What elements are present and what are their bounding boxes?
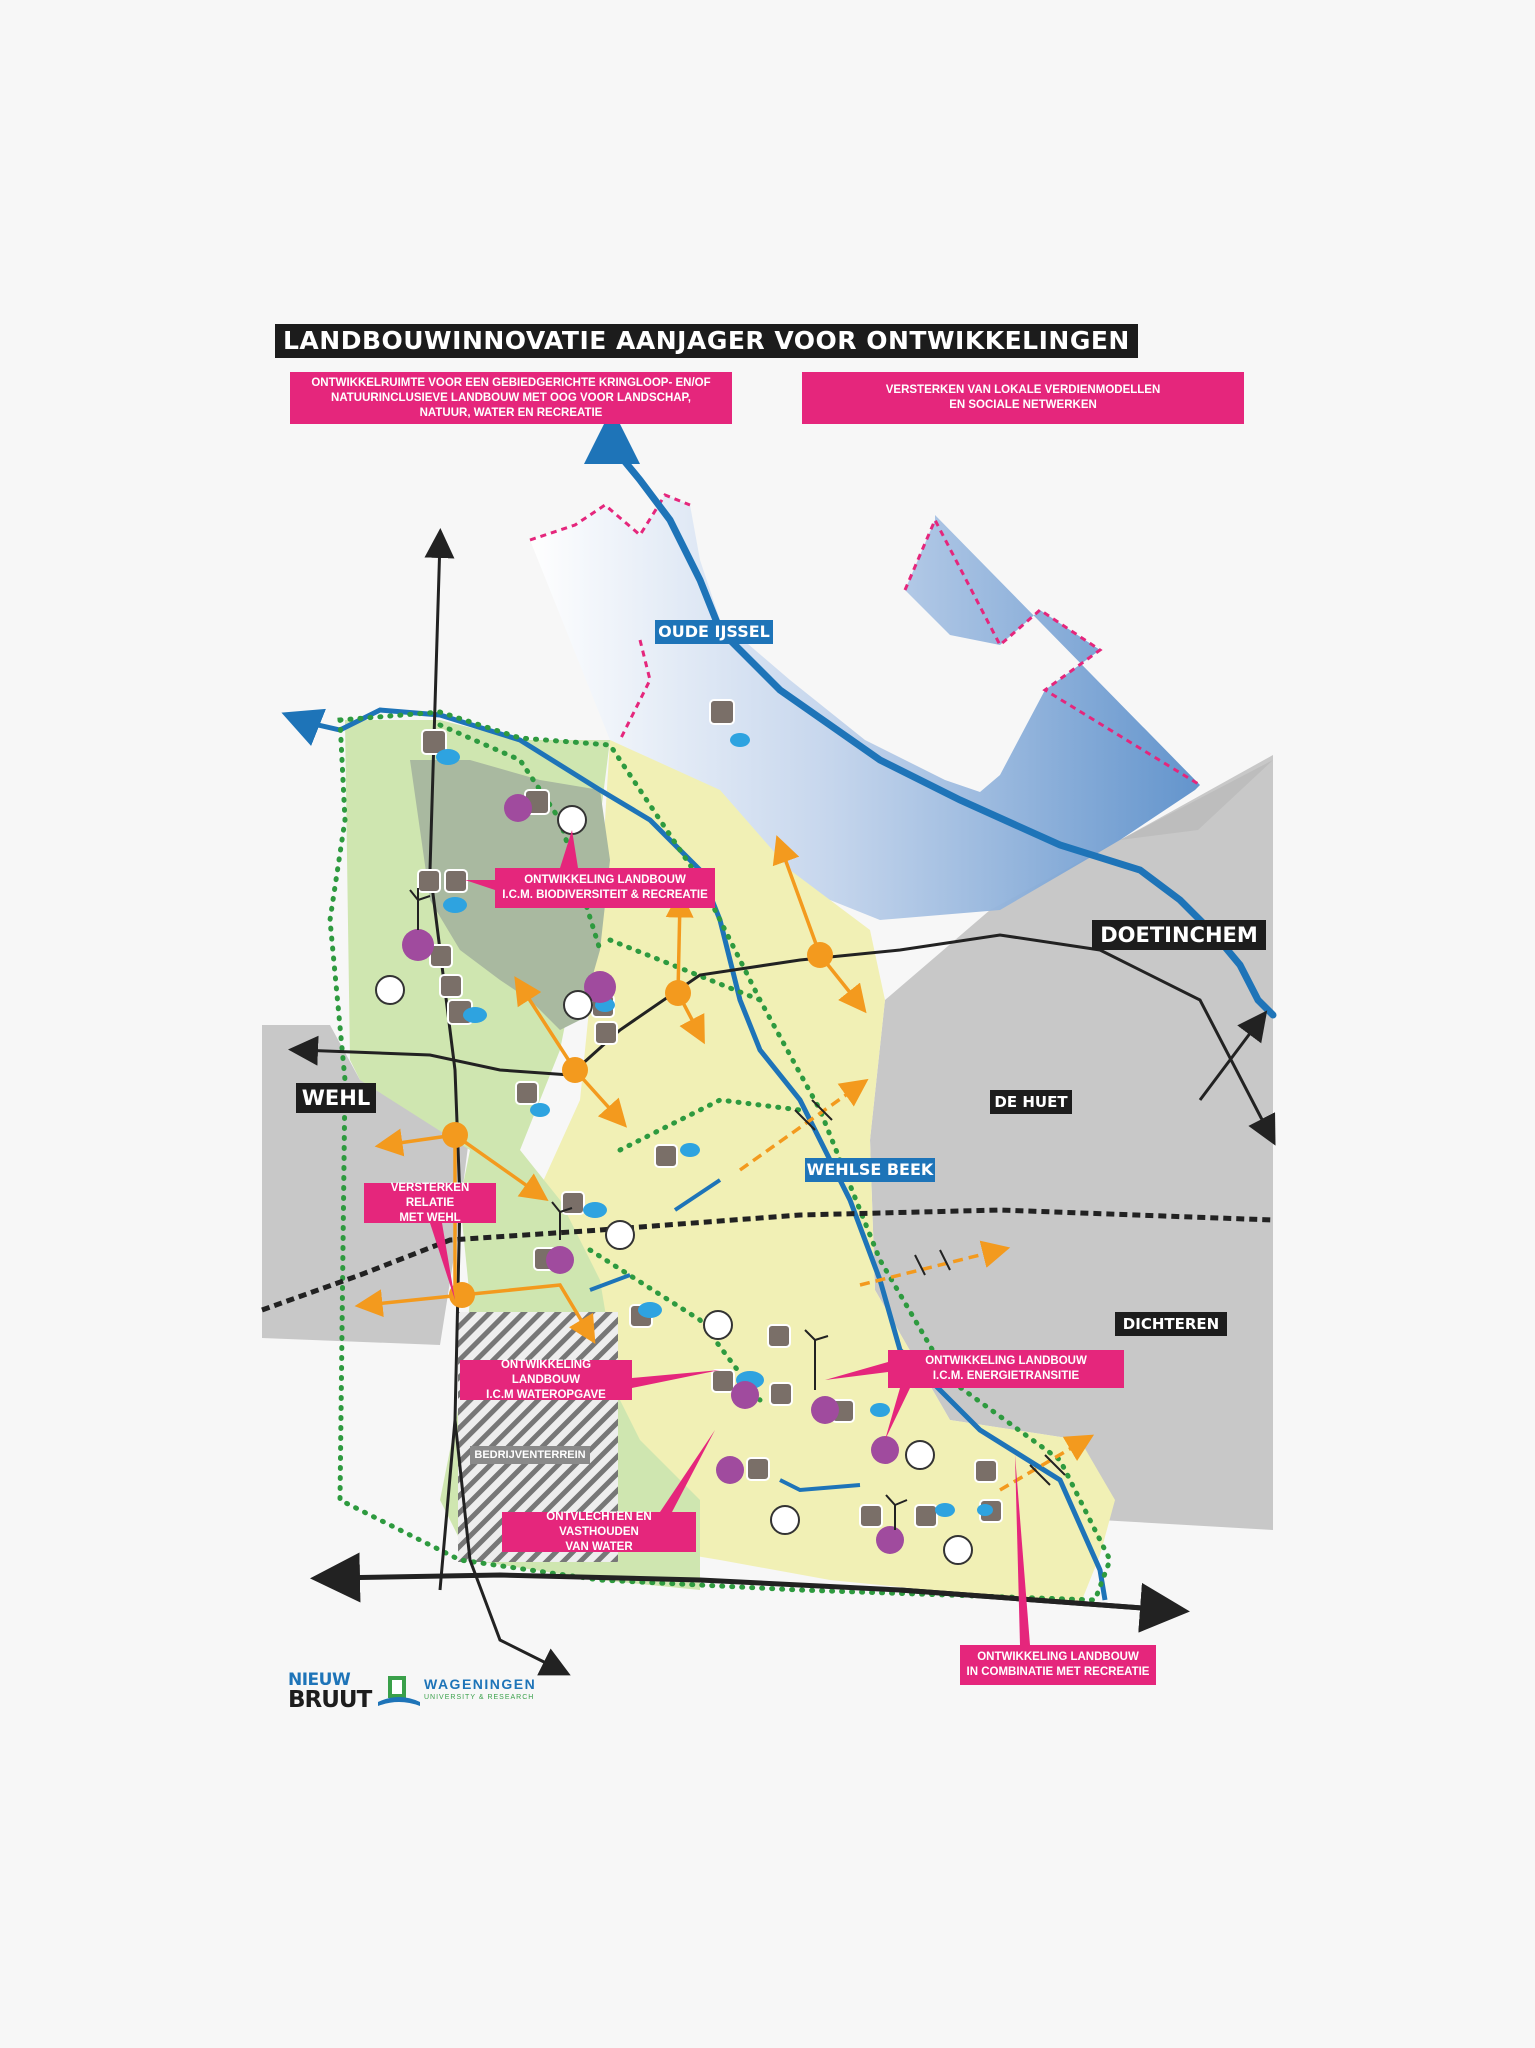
orange-dashed-links <box>738 1078 1095 1492</box>
oude-ijssel-river <box>608 442 1277 1019</box>
logo-bruut-text: BRUUT <box>288 1687 372 1713</box>
road-wehl <box>288 1035 571 1077</box>
header-box-left-text: ONTWIKKELRUIMTE VOOR EEN GEBIEDGERICHTE … <box>311 376 711 419</box>
callout-relatie-wehl: VERSTERKEN RELATIE MET WEHL <box>364 1181 496 1224</box>
callout-biodiversiteit: ONTWIKKELING LANDBOUW I.C.M. BIODIVERSIT… <box>495 868 715 908</box>
callout-energietransitie-text: ONTWIKKELING LANDBOUW I.C.M. ENERGIETRAN… <box>925 1355 1087 1382</box>
callout-wateropgave: ONTWIKKELING LANDBOUW I.C.M WATEROPGAVE <box>460 1358 632 1401</box>
junction-dots <box>442 942 833 1308</box>
wind-turbine-icons <box>409 888 908 1530</box>
callout-recreatie: ONTWIKKELING LANDBOUW IN COMBINATIE MET … <box>960 1645 1156 1685</box>
logo-nieuw-text: NIEUW <box>288 1670 351 1690</box>
wageningen-emblem-icon <box>378 1676 420 1706</box>
callout-recreatie-text: ONTWIKKELING LANDBOUW IN COMBINATIE MET … <box>966 1651 1150 1678</box>
wehlse-beek-river <box>304 707 1108 1601</box>
callout-relatie-wehl-text: VERSTERKEN RELATIE MET WEHL <box>390 1181 470 1224</box>
callout-water-text: ONTVLECHTEN EN VASTHOUDEN VAN WATER <box>546 1510 652 1553</box>
label-bedrijventerrein: BEDRIJVENTERREIN <box>470 1446 590 1464</box>
energy-circles <box>402 794 904 1554</box>
header-box-right: VERSTERKEN VAN LOKALE VERDIENMODELLEN EN… <box>802 372 1244 424</box>
callout-water: ONTVLECHTEN EN VASTHOUDEN VAN WATER <box>502 1510 696 1553</box>
railway <box>261 1207 1274 1313</box>
dotted-boundary <box>327 709 1113 1603</box>
callout-wateropgave-text: ONTWIKKELING LANDBOUW I.C.M WATEROPGAVE <box>486 1358 606 1401</box>
road-central <box>568 933 1276 1146</box>
callout-biodiversiteit-text: ONTWIKKELING LANDBOUW I.C.M. BIODIVERSIT… <box>502 874 708 901</box>
logo-wur-name: WAGENINGEN <box>424 1676 537 1692</box>
map-title: LANDBOUWINNOVATIE AANJAGER VOOR ONTWIKKE… <box>275 324 1138 358</box>
header-box-right-text: VERSTERKEN VAN LOKALE VERDIENMODELLEN EN… <box>885 384 1161 411</box>
label-wehl: WEHL <box>296 1083 376 1113</box>
logo-nieuw-bruut: NIEUW BRUUT <box>288 1670 372 1713</box>
label-doetinchem: DOETINCHEM <box>1092 920 1266 950</box>
label-de-huet: DE HUET <box>990 1090 1072 1114</box>
label-oude-ijssel: OUDE IJSSEL <box>655 620 773 644</box>
tree-icons <box>375 805 973 1565</box>
label-wehlse-beek: WEHLSE BEEK <box>805 1158 935 1182</box>
header-box-left: ONTWIKKELRUIMTE VOOR EEN GEBIEDGERICHTE … <box>290 372 732 424</box>
label-dichteren: DICHTEREN <box>1115 1312 1227 1336</box>
logo-wur-sub: UNIVERSITY & RESEARCH <box>424 1694 535 1701</box>
callout-energietransitie: ONTWIKKELING LANDBOUW I.C.M. ENERGIETRAN… <box>888 1350 1124 1388</box>
